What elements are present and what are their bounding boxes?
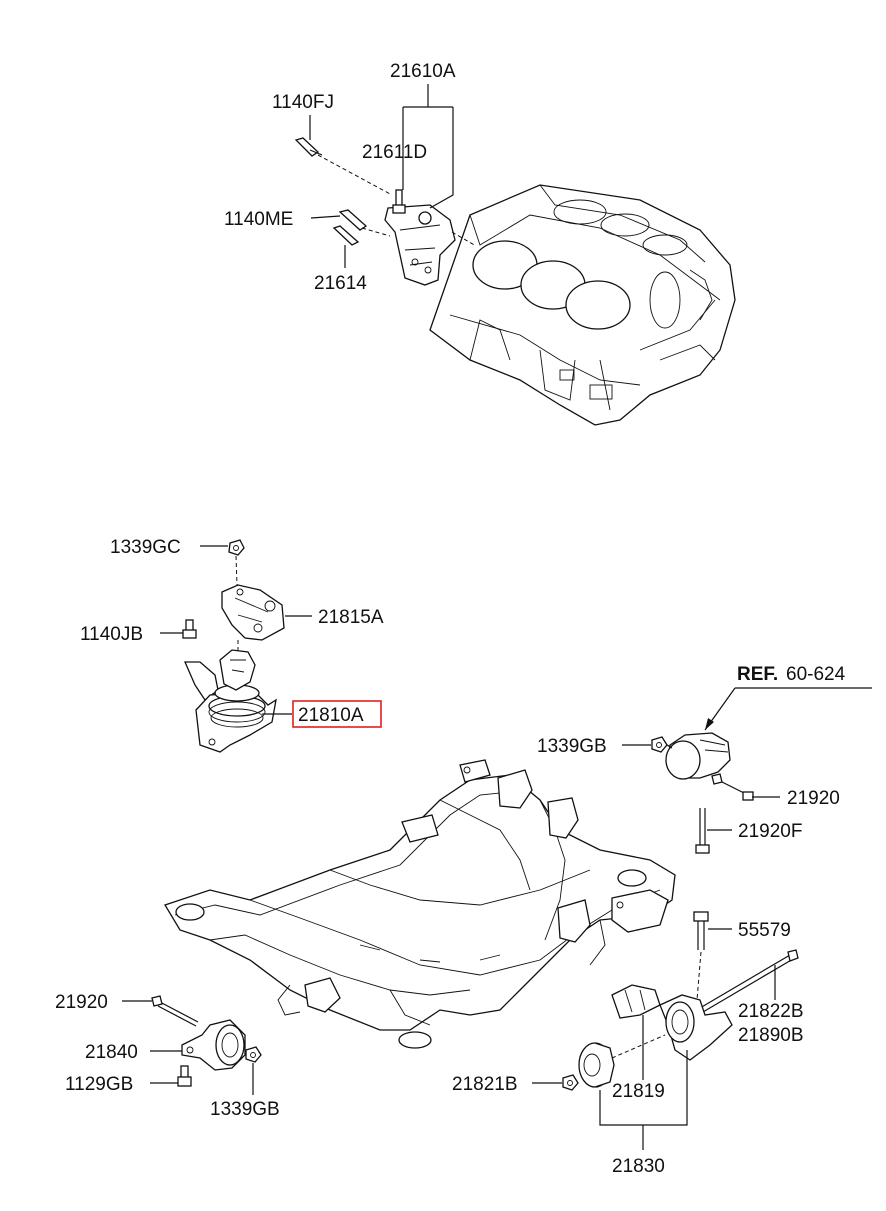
label-1140ME: 1140ME	[224, 209, 293, 230]
label-21840: 21840	[85, 1042, 138, 1063]
label-21610A: 21610A	[390, 61, 456, 82]
label-1339GB-top: 1339GB	[537, 736, 607, 757]
label-ref: REF.	[737, 664, 778, 685]
label-21815A: 21815A	[318, 607, 384, 628]
bushing-21830	[578, 1042, 615, 1088]
label-1129GB: 1129GB	[65, 1074, 133, 1095]
label-21890B: 21890B	[738, 1025, 804, 1046]
label-ref-number: 60-624	[786, 664, 846, 685]
bolt-1140ME	[338, 209, 368, 231]
nut-21821B	[562, 1074, 579, 1091]
bolt-21920-left	[151, 995, 199, 1027]
nut-1339GB-top	[651, 736, 668, 753]
label-21920-right: 21920	[787, 788, 840, 809]
subframe-crossmember	[164, 759, 676, 1049]
nut-1339GC	[228, 539, 245, 556]
ref-leader	[704, 687, 872, 731]
highlight-box-21810A	[292, 700, 382, 728]
bracket-21815A	[221, 584, 285, 641]
bolt-1140FJ	[294, 137, 323, 157]
leader-21830	[599, 1050, 688, 1150]
label-1140JB: 1140JB	[80, 624, 143, 645]
label-21920-left: 21920	[55, 992, 108, 1013]
mount-60-624	[665, 732, 731, 780]
nut-1339GB-bottom	[245, 1046, 262, 1063]
bolt-1129GB	[177, 1065, 192, 1087]
mount-21840	[181, 1019, 246, 1071]
label-21611D: 21611D	[362, 142, 427, 163]
label-21810A: 21810A	[298, 705, 364, 726]
insulator-21819	[611, 984, 661, 1019]
bracket-21890B	[659, 994, 733, 1061]
upper-mount-bracket-21610A	[384, 204, 456, 286]
bolt-1140JB	[182, 619, 197, 639]
label-21819: 21819	[612, 1081, 665, 1102]
bolt-21611D	[392, 189, 406, 214]
bolt-21822B	[699, 949, 799, 1013]
leader-21610A	[402, 84, 454, 209]
bolt-21920-right	[711, 773, 754, 801]
label-1339GB-bottom: 1339GB	[210, 1099, 280, 1120]
engine-block-illustration	[429, 184, 736, 426]
label-21830: 21830	[612, 1156, 665, 1177]
label-21614: 21614	[314, 273, 367, 294]
label-1140FJ: 1140FJ	[272, 92, 334, 113]
label-21822B: 21822B	[738, 1001, 804, 1022]
label-1339GC: 1339GC	[110, 537, 181, 558]
bolt-21920F	[695, 808, 710, 854]
bolt-55579	[693, 911, 709, 950]
label-55579: 55579	[738, 920, 791, 941]
engine-mount-21810A	[184, 649, 277, 753]
label-21821B: 21821B	[452, 1074, 518, 1095]
label-21920F: 21920F	[738, 821, 802, 842]
stud-21614	[332, 225, 360, 246]
